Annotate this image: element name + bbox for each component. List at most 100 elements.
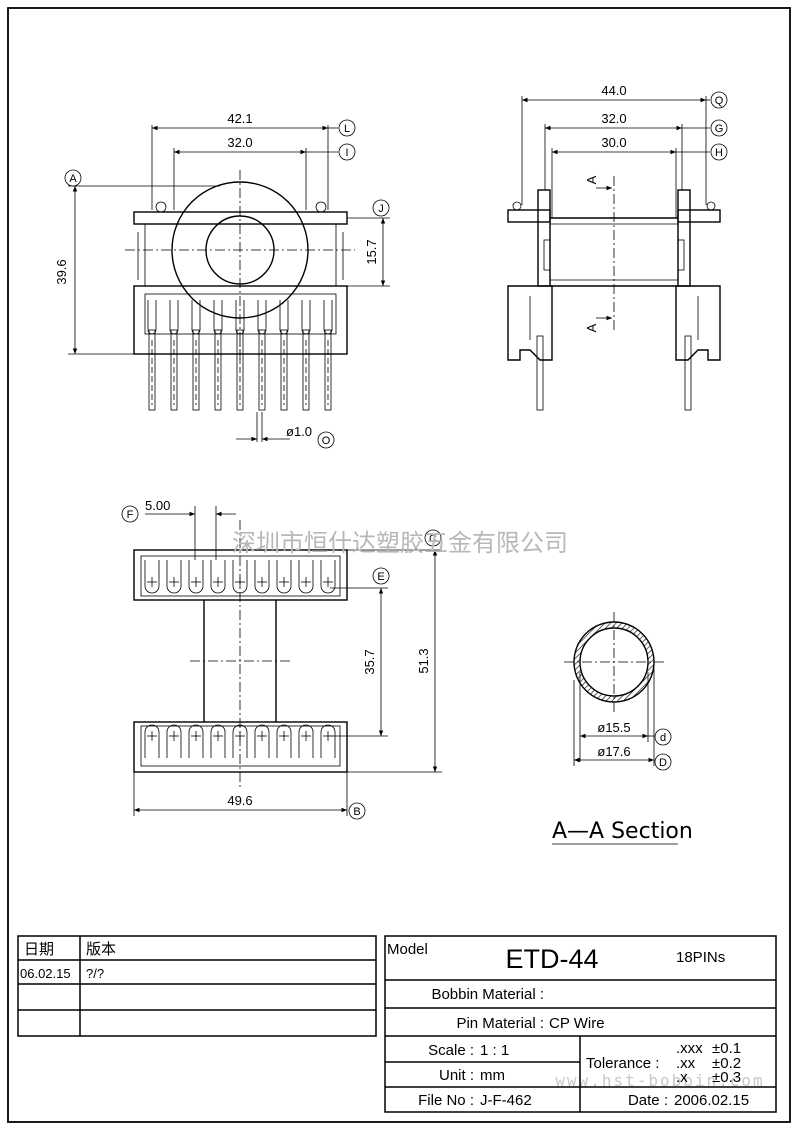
marker-a-icon: [64, 169, 82, 187]
dim-width-inner: 32.0: [227, 135, 252, 150]
unit-value: mm: [480, 1067, 505, 1084]
pin-pocket: [254, 724, 270, 758]
dim-pitch: 5.00: [145, 498, 170, 513]
marker-g-icon: [710, 119, 728, 137]
watermark-site: www.hst-bobbin.com: [555, 1071, 764, 1090]
pin-pocket: [276, 724, 292, 758]
model-value: ETD-44: [505, 944, 598, 974]
dim-width-outer: 42.1: [227, 111, 252, 126]
pin-slot: [279, 300, 289, 335]
pin-pocket: [144, 724, 160, 758]
section-title: A—A Section: [552, 819, 693, 844]
marker-c-icon: [424, 529, 442, 547]
svg-text:J: J: [378, 203, 384, 215]
marker-q-icon: [710, 91, 728, 109]
dim-height: 39.6: [54, 259, 69, 284]
sheet-border: [7, 7, 791, 1123]
dim-outer-diameter: ø17.6: [597, 744, 630, 759]
rev-row-date: 06.02.15: [20, 966, 71, 981]
section-view: ø15.5 d ø17.6 D A—A Section: [552, 612, 693, 845]
svg-text:Q: Q: [715, 95, 724, 107]
pin-pocket: [188, 724, 204, 758]
svg-text:B: B: [353, 806, 360, 818]
date-value: 2006.02.15: [674, 1092, 749, 1109]
tolerance-fmt: .xxx: [676, 1040, 703, 1057]
pin: [214, 329, 222, 411]
svg-text:F: F: [127, 509, 134, 521]
pin-slot: [257, 300, 267, 335]
tolerance-label: Tolerance :: [586, 1055, 659, 1072]
pin-pocket: [166, 560, 182, 594]
watermark-company: 深圳市恒什达塑胶五金有限公司: [232, 529, 568, 557]
unit-label: Unit :: [439, 1067, 474, 1084]
svg-text:O: O: [322, 435, 331, 447]
svg-text:A: A: [69, 173, 77, 185]
pin: [148, 329, 156, 411]
pin-pocket: [276, 560, 292, 594]
marker-b-icon: [348, 802, 366, 820]
marker-h-icon: [710, 143, 728, 161]
marker-e-icon: [372, 567, 390, 585]
pin-slot: [301, 300, 311, 335]
pin: [236, 329, 244, 411]
scale-label: Scale :: [428, 1042, 474, 1059]
pin: [324, 329, 332, 411]
file-no-value: J-F-462: [480, 1092, 532, 1109]
file-no-label: File No :: [418, 1092, 474, 1109]
svg-text:C: C: [429, 533, 437, 545]
front-pin-slots: [147, 300, 333, 335]
pins-count: 18PINs: [676, 949, 725, 966]
front-pins: [148, 329, 332, 411]
marker-i-icon: [338, 143, 356, 161]
pin: [192, 329, 200, 411]
revision-table: 日期 版本 06.02.15 ?/?: [17, 935, 377, 1037]
svg-text:G: G: [715, 123, 724, 135]
pin-pocket: [166, 724, 182, 758]
marker-l-icon: [338, 119, 356, 137]
pin-slot: [213, 300, 223, 335]
pin-material-label: Pin Material :: [456, 1015, 544, 1032]
dim-row-spacing: 35.7: [362, 649, 377, 674]
tolerance-fmt: .x: [676, 1069, 688, 1086]
pin-pocket: [320, 724, 336, 758]
side-view: A A 44.0 Q 32.0 G 30.0 H: [507, 83, 728, 411]
svg-text:L: L: [344, 123, 350, 135]
dim-inner-diameter: ø15.5: [597, 720, 630, 735]
pin-pocket: [210, 724, 226, 758]
pin: [302, 329, 310, 411]
dim-pin-diameter: ø1.0: [286, 424, 312, 439]
pin-pocket: [188, 560, 204, 594]
bobbin-material-label: Bobbin Material :: [431, 986, 544, 1003]
dim-width-inner-side: 30.0: [601, 135, 626, 150]
svg-text:D: D: [659, 757, 667, 769]
tolerance-fmt: .xx: [676, 1055, 696, 1072]
marker-d-big-icon: [654, 753, 672, 771]
pin-pocket: [210, 560, 226, 594]
front-view: 42.1 L 32.0 I 39.6 A 15.7 J ø1.0 O: [54, 111, 390, 449]
pin: [258, 329, 266, 411]
scale-value: 1 : 1: [480, 1042, 509, 1059]
dim-width-mid: 32.0: [601, 111, 626, 126]
rev-col-version: 版本: [86, 941, 116, 958]
tolerance-value: ±0.2: [712, 1055, 741, 1072]
dim-length: 51.3: [416, 648, 431, 673]
section-label-top: A: [584, 175, 599, 184]
svg-text:E: E: [377, 571, 384, 583]
pin-pocket: [320, 560, 336, 594]
marker-o-icon: [317, 431, 335, 449]
section-label-bottom: A: [584, 323, 599, 332]
marker-j-icon: [372, 199, 390, 217]
pin-pocket: [254, 560, 270, 594]
pin-pocket: [144, 560, 160, 594]
bottom-view: 5.00 F 51.3 C 35.7 E 49.6 B: [121, 498, 442, 820]
svg-text:d: d: [660, 732, 666, 744]
dim-core-height: 15.7: [364, 239, 379, 264]
pin-slot: [147, 300, 157, 335]
marker-d-small-icon: [654, 728, 672, 746]
pin: [280, 329, 288, 411]
dim-width: 49.6: [227, 793, 252, 808]
tolerance-value: ±0.1: [712, 1040, 741, 1057]
pin-slot: [191, 300, 201, 335]
svg-text:I: I: [345, 147, 348, 159]
